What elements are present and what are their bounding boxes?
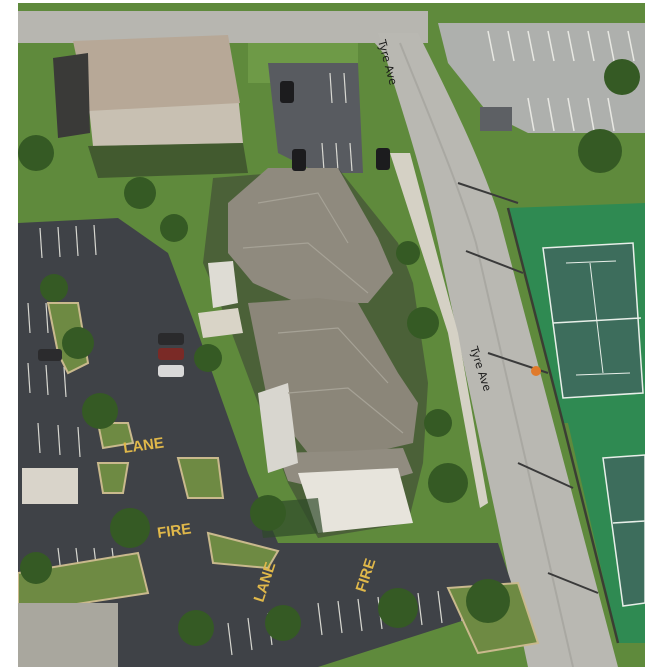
parked-cars — [38, 81, 390, 377]
pavement-marking-lane-west: LANE — [122, 434, 165, 457]
tennis-court-north — [508, 203, 645, 423]
parking-island-4 — [176, 457, 225, 499]
northeast-lot-stripes — [487, 30, 635, 132]
tennis-court-south — [568, 423, 645, 643]
west-parking-lot — [18, 218, 518, 667]
dumpster-pad — [480, 107, 512, 131]
trees — [18, 59, 640, 646]
community-building — [53, 35, 243, 146]
pavement-marking-fire-west: FIRE — [156, 520, 192, 542]
building-shadow — [88, 143, 248, 178]
southwest-roof — [18, 603, 118, 667]
street-lights — [457, 182, 599, 594]
top-road — [18, 11, 428, 43]
parked-trailer — [22, 468, 78, 504]
northeast-parking-lot — [438, 23, 645, 133]
sidewalk-west — [390, 153, 488, 508]
aerial-map: LANE FIRE LANE FIRE Tyre Ave Tyre Ave — [18, 3, 645, 667]
orange-sign — [531, 366, 541, 376]
tyre-ave-centerline — [399, 42, 574, 667]
tyre-ave-road — [378, 33, 618, 667]
central-lot-stripes — [321, 72, 353, 172]
apartment-building — [198, 168, 428, 538]
court-fence — [506, 207, 620, 644]
parking-island-3 — [96, 462, 130, 494]
parking-island-2 — [96, 422, 135, 450]
parking-island-5 — [206, 531, 280, 570]
